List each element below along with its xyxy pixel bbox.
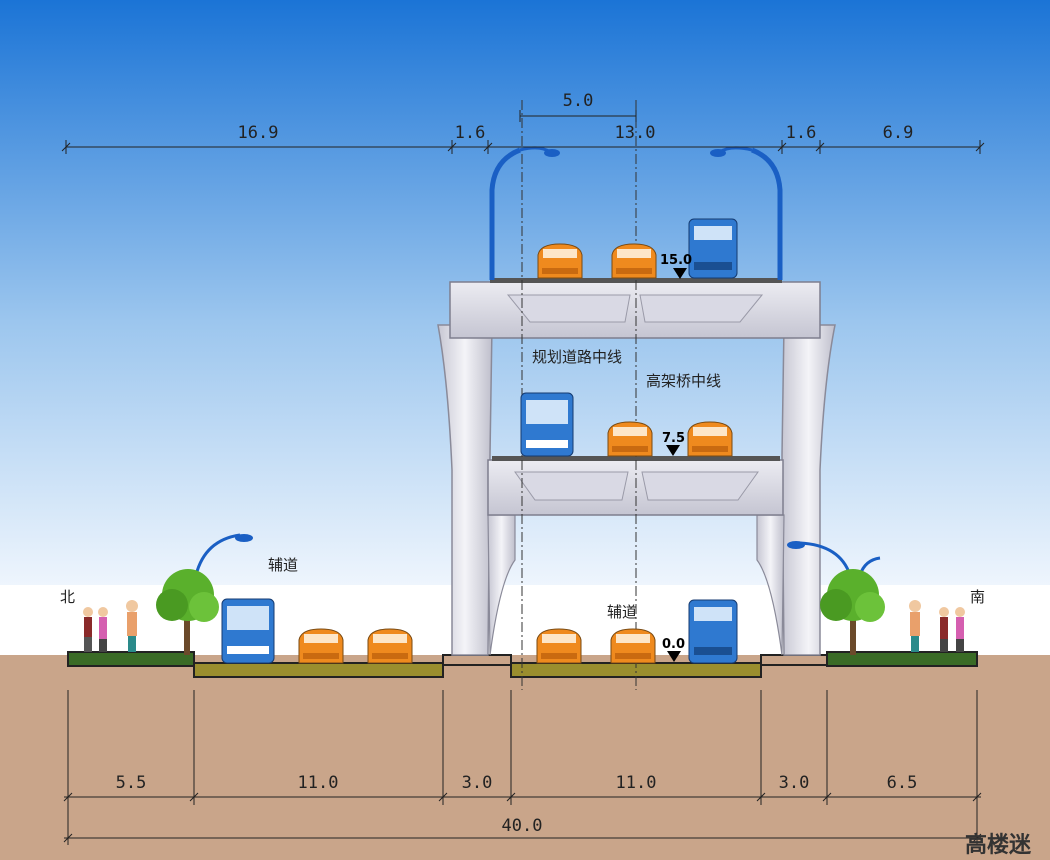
horizon-band	[0, 585, 1050, 655]
car	[611, 243, 657, 279]
sidewalk-north	[67, 651, 195, 667]
dim-bottom-3: 3.0	[462, 773, 493, 793]
top-dimension-line	[61, 110, 985, 154]
label-south: 南	[970, 588, 985, 606]
bottom-dimension-lines	[63, 690, 982, 845]
tree-south	[820, 569, 885, 655]
dim-top-6: 6.9	[883, 123, 914, 143]
dim-bottom-1: 5.5	[116, 773, 147, 793]
elevation-middle: 7.5	[662, 431, 685, 446]
lamp-ground-north	[194, 533, 241, 576]
car	[607, 421, 653, 457]
ground	[0, 655, 1050, 860]
upper-deck-cell-left	[506, 294, 631, 323]
car	[367, 628, 413, 664]
dim-bottom-4: 11.0	[616, 773, 657, 793]
elevation-ground: 0.0	[662, 637, 685, 652]
bus	[520, 392, 574, 457]
upper-barrier-right	[751, 147, 783, 280]
side-road-north	[193, 662, 444, 678]
dim-top-5: 1.6	[786, 123, 817, 143]
pedestrians-north	[83, 600, 138, 652]
car	[537, 243, 583, 279]
pier-right-lower	[756, 514, 785, 656]
bus	[221, 598, 275, 664]
pier-left-lower	[487, 514, 516, 656]
dim-total: 40.0	[502, 816, 543, 836]
elevation-upper: 15.0	[660, 253, 692, 268]
dim-top-1: 16.9	[238, 123, 279, 143]
pier-left	[437, 324, 493, 656]
upper-deck-cell-right	[639, 294, 764, 323]
median-south	[760, 654, 828, 666]
label-viaduct-centerline: 高架桥中线	[646, 372, 721, 390]
watermark-logo: 高楼迷	[965, 832, 1032, 858]
label-planned-road-centerline: 规划道路中线	[532, 348, 622, 366]
label-side-road-left: 辅道	[268, 556, 298, 574]
dim-bottom-5: 3.0	[779, 773, 810, 793]
lamp-ground-north-head	[235, 534, 253, 542]
dim-top-3: 5.0	[563, 91, 594, 111]
lamp-upper-right-head	[710, 149, 726, 157]
car	[687, 421, 733, 457]
elevation-marker-upper	[673, 268, 687, 279]
pedestrians-south	[909, 600, 965, 652]
elevation-marker-middle	[666, 445, 680, 456]
tree-north	[156, 569, 219, 655]
middle-deck-surface	[492, 456, 780, 461]
median-north	[442, 654, 512, 666]
dim-top-2: 1.6	[455, 123, 486, 143]
car	[298, 628, 344, 664]
elevation-marker-ground	[667, 651, 681, 662]
dim-top-4: 13.0	[615, 123, 656, 143]
car	[536, 628, 582, 664]
bus	[688, 599, 738, 664]
upper-barrier-left	[489, 147, 521, 280]
car	[610, 628, 656, 664]
upper-deck	[449, 281, 821, 339]
label-north: 北	[60, 588, 75, 606]
dim-bottom-2: 11.0	[298, 773, 339, 793]
dim-bottom-6: 6.5	[887, 773, 918, 793]
label-side-road-center: 辅道	[607, 603, 637, 621]
lamp-upper-left-head	[544, 149, 560, 157]
middle-deck-cell-left	[514, 471, 629, 501]
sidewalk-south	[826, 651, 978, 667]
pier-right	[781, 324, 836, 656]
middle-deck-cell-right	[641, 471, 759, 501]
lamp-ground-south-head	[787, 541, 805, 549]
bus	[688, 218, 738, 279]
